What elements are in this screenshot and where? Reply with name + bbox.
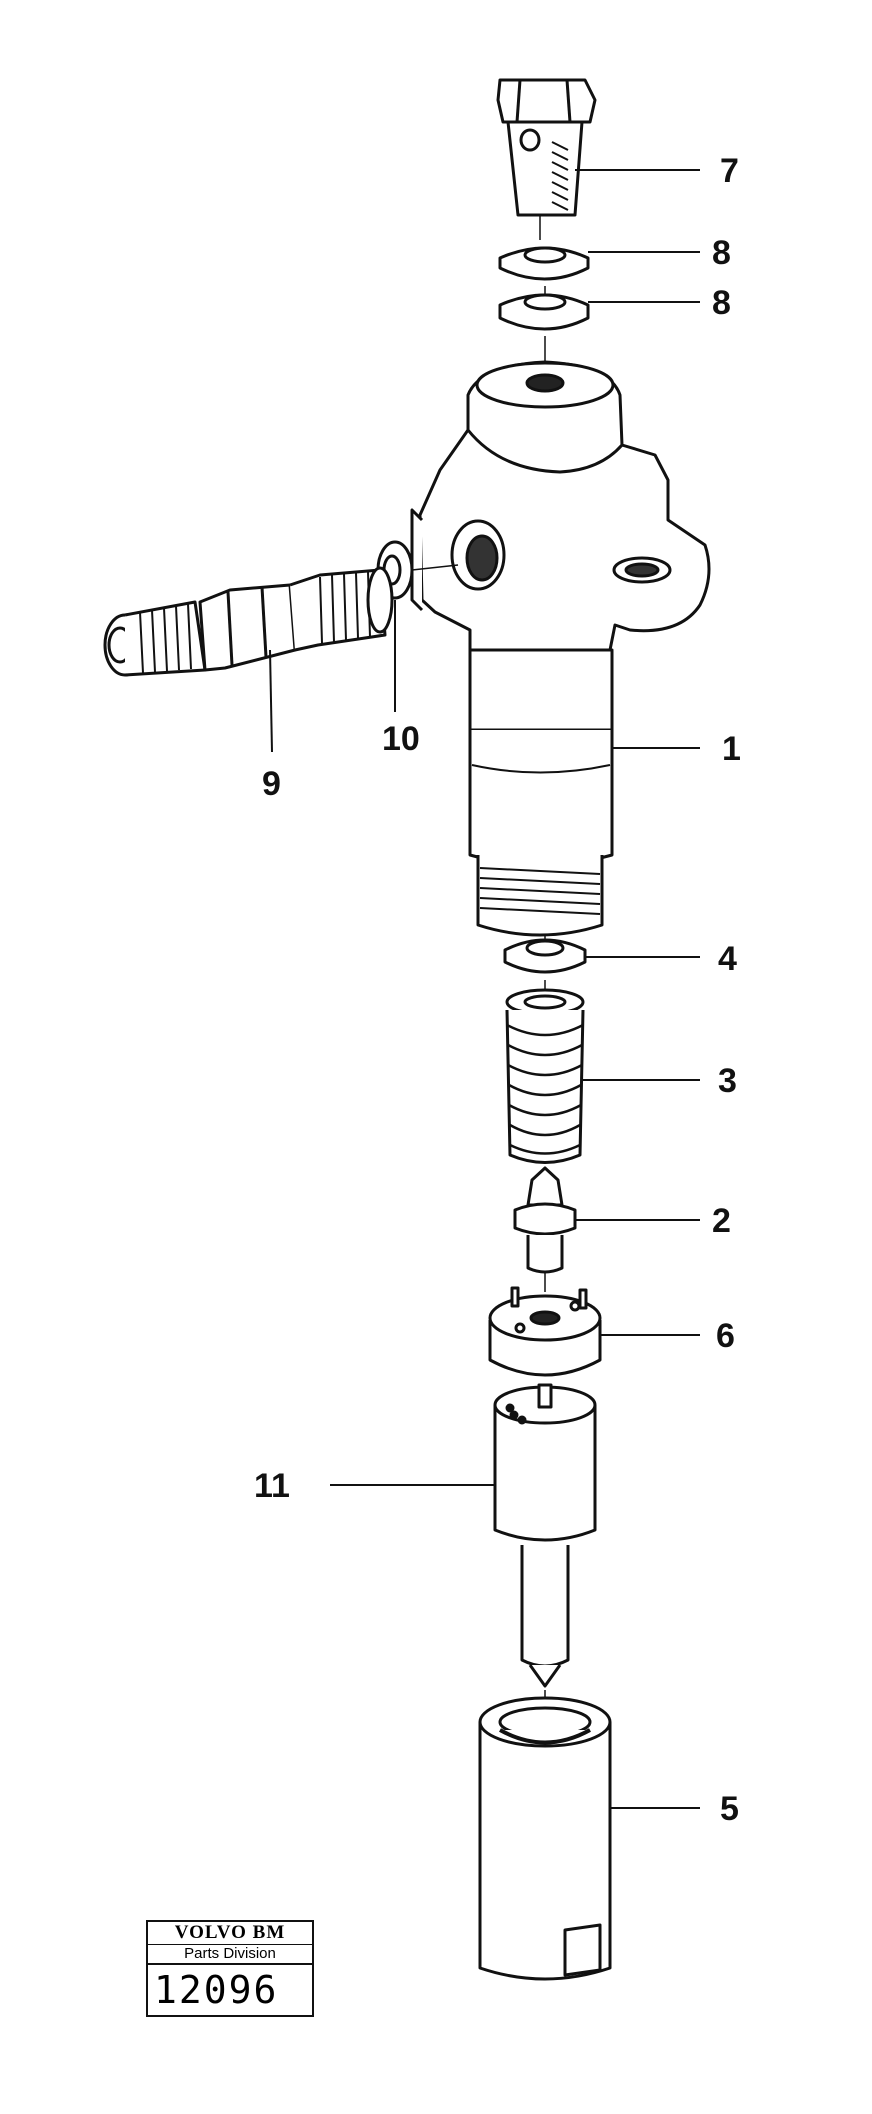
- callout-9: 9: [262, 765, 281, 803]
- callout-7: 7: [720, 152, 739, 190]
- banjo-bolt-part: [496, 78, 597, 240]
- nozzle-retaining-nut: [478, 1696, 612, 1981]
- callout-2: 2: [712, 1202, 731, 1240]
- callout-5: 5: [720, 1790, 739, 1828]
- callout-4: 4: [718, 940, 737, 978]
- intermediate-plate-part: [488, 1286, 602, 1377]
- compression-spring-part: [505, 988, 585, 1164]
- stamp-division: Parts Division: [148, 1945, 312, 1965]
- sealing-washer-upper: [498, 246, 590, 281]
- parts-stamp: VOLVO BM Parts Division 12096: [146, 1920, 314, 2017]
- injector-holder-body: [410, 360, 711, 955]
- spring-washer-part: [503, 938, 587, 974]
- callout-10: 10: [382, 720, 420, 758]
- pipe-connector-nipple: [103, 566, 394, 677]
- sealing-washer-lower: [498, 293, 590, 331]
- callout-1: 1: [722, 730, 741, 768]
- injection-nozzle-part: [493, 1383, 597, 1700]
- stamp-illustration-number: 12096: [154, 1968, 279, 2012]
- leader-lines: [269, 169, 700, 1809]
- callout-6: 6: [716, 1317, 735, 1355]
- callout-11: 11: [254, 1467, 290, 1505]
- callout-8-lower: 8: [712, 284, 731, 322]
- spring-seat-pin: [513, 1166, 577, 1292]
- callout-3: 3: [718, 1062, 737, 1100]
- callout-8-upper: 8: [712, 234, 731, 272]
- stamp-brand: VOLVO BM: [148, 1922, 312, 1945]
